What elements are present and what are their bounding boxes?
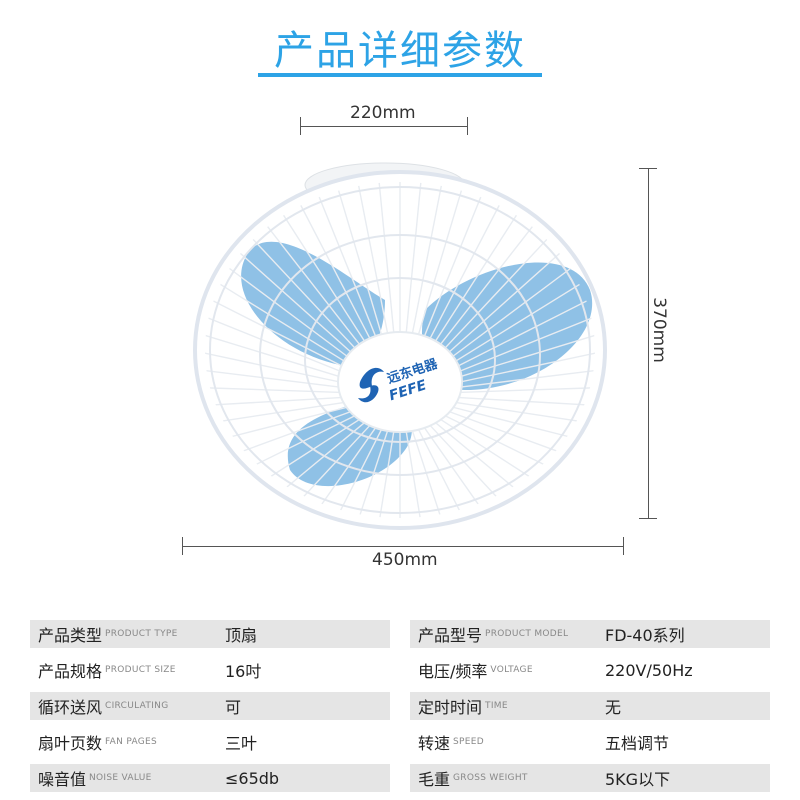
spec-gap: [390, 692, 410, 720]
spec-label: 循环送风: [38, 698, 103, 717]
spec-label: 产品规格: [38, 662, 103, 681]
height-label: 370mm: [649, 297, 669, 363]
spec-gap: [390, 764, 410, 792]
spec-label-en: PRODUCT SIZE: [105, 665, 176, 675]
spec-label-en: PRODUCT MODEL: [485, 629, 569, 639]
spec-label: 毛重: [418, 770, 451, 789]
height-tick-bottom: [639, 518, 657, 519]
spec-value: 5KG以下: [605, 764, 770, 792]
spec-label-en: CIRCULATING: [105, 701, 169, 711]
page-title: 产品详细参数: [274, 28, 526, 74]
spec-label-en: PRODUCT TYPE: [105, 629, 178, 639]
spec-value: 顶扇: [225, 620, 390, 648]
bottom-width-tick-left: [182, 537, 183, 555]
top-width-line: [300, 126, 468, 127]
spec-value: 可: [225, 692, 390, 720]
spec-label-en: NOISE VALUE: [89, 773, 152, 783]
spec-label: 产品型号: [418, 626, 483, 645]
guard-rings: [209, 186, 591, 514]
bottom-width-label: 450mm: [372, 550, 438, 570]
spec-value: 16吋: [225, 662, 262, 681]
bottom-width-line: [182, 546, 624, 547]
spec-value: FD-40系列: [605, 620, 770, 648]
spec-value: 三叶: [225, 734, 258, 753]
spec-value: ≤65db: [225, 764, 390, 792]
spec-label: 噪音值: [38, 770, 87, 789]
ceiling-fan-image: 远东电器 FEFE: [193, 162, 607, 530]
spec-gap: [390, 620, 410, 648]
spec-label-en: SPEED: [453, 737, 484, 747]
title-underline: [258, 73, 542, 77]
spec-gap: [390, 728, 410, 756]
spec-gap: [390, 656, 410, 684]
center-hub: [337, 331, 463, 433]
spec-value: 五档调节: [605, 734, 670, 753]
spec-label: 定时时间: [418, 698, 483, 717]
spec-label: 产品类型: [38, 626, 103, 645]
spec-label: 电压/频率: [418, 662, 488, 681]
spec-label-en: TIME: [485, 701, 508, 711]
bottom-width-tick-right: [623, 537, 624, 555]
spec-label-en: GROSS WEIGHT: [453, 773, 528, 783]
spec-value: 无: [605, 692, 770, 720]
spec-value: 220V/50Hz: [605, 660, 693, 680]
top-width-tick-left: [300, 117, 301, 135]
top-width-tick-right: [467, 117, 468, 135]
top-width-label: 220mm: [350, 103, 416, 123]
spec-label-en: VOLTAGE: [490, 665, 533, 675]
height-line: [648, 168, 649, 518]
spec-label: 扇叶页数: [38, 734, 103, 753]
spec-label: 转速: [418, 734, 451, 753]
height-tick-top: [639, 168, 657, 169]
spec-label-en: FAN PAGES: [105, 737, 158, 747]
